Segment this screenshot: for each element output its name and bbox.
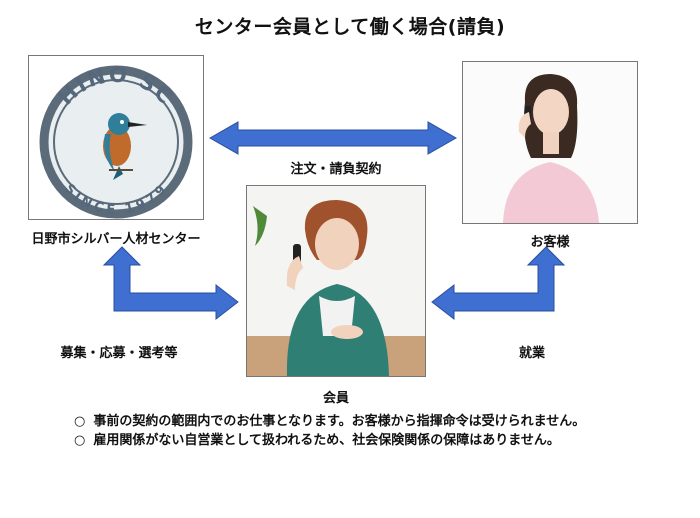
note-bullet: ○	[74, 433, 86, 448]
center-logo-frame: HINO SC SINCE 1979	[28, 55, 204, 220]
member-label: 会員	[322, 391, 349, 406]
edge-label-center-member: 募集・応募・選考等	[60, 346, 178, 361]
note-text: 事前の契約の範囲内でのお仕事となります。お客様から指揮命令は受けられません。	[93, 414, 586, 429]
customer-photo	[463, 62, 637, 223]
edge-label-center-customer: 注文・請負契約	[290, 162, 382, 177]
edge-label-member-customer: 就業	[518, 346, 545, 361]
note-item: ○ 雇用関係がない自営業として扱われるため、社会保険関係の保障はありません。	[74, 431, 594, 450]
arrow-center-member	[102, 246, 239, 321]
hino-sc-logo: HINO SC SINCE 1979	[39, 63, 193, 219]
note-item: ○ 事前の契約の範囲内でのお仕事となります。お客様から指揮命令は受けられません。	[74, 412, 594, 431]
center-label: 日野市シルバー人材センター	[31, 232, 201, 247]
note-text: 雇用関係がない自営業として扱われるため、社会保険関係の保障はありません。	[93, 433, 560, 448]
arrow-member-customer	[431, 246, 566, 321]
member-photo	[247, 186, 425, 376]
member-photo-frame	[246, 185, 426, 377]
customer-photo-frame	[462, 61, 638, 224]
kingfisher-icon	[103, 113, 147, 180]
notes-block: ○ 事前の契約の範囲内でのお仕事となります。お客様から指揮命令は受けられません。…	[74, 412, 594, 450]
customer-label: お客様	[530, 235, 570, 250]
diagram-title: センター会員として働く場合(請負)	[194, 16, 506, 38]
arrow-center-customer	[208, 121, 458, 155]
note-bullet: ○	[74, 414, 86, 429]
